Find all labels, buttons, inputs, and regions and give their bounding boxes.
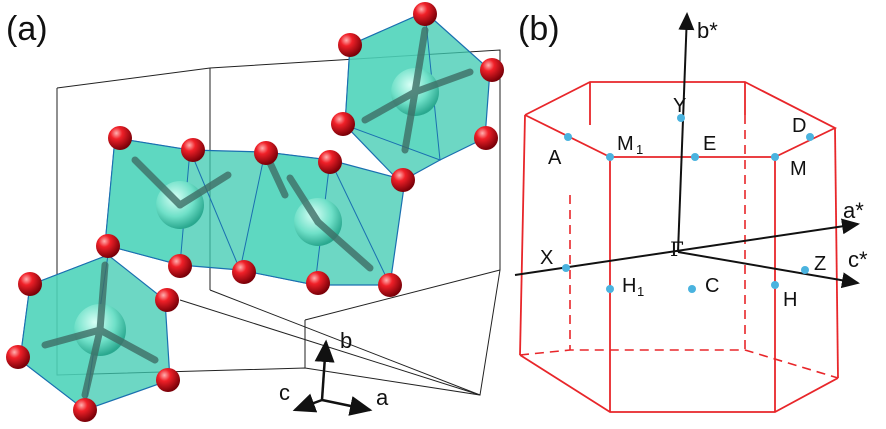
kpoint-Y-label: Y <box>673 95 686 117</box>
kpoint-X <box>562 264 570 272</box>
kpoint-D-label: D <box>792 115 806 137</box>
oxygen-atom <box>73 398 97 422</box>
kpoint-M <box>771 153 779 161</box>
brillouin-zone-hidden <box>519 115 839 379</box>
kpoint-H1 <box>606 285 614 293</box>
oxygen-atom <box>331 112 355 136</box>
kpoint-X-label: X <box>540 247 553 269</box>
octahedron-bottom-left <box>19 254 171 411</box>
octahedron-top-right <box>344 11 491 183</box>
oxygen-atoms <box>6 2 504 422</box>
axis-b-label: b <box>340 328 352 353</box>
kpoint-M-label: M <box>790 158 807 180</box>
reciprocal-axes <box>514 12 860 289</box>
kpoint-H-label: H <box>783 289 797 311</box>
oxygen-atom <box>155 288 179 312</box>
kpoint-M1 <box>606 153 614 161</box>
kpoint-C-label: C <box>705 275 719 297</box>
oxygen-atom <box>338 33 362 57</box>
oxygen-atom <box>108 126 132 150</box>
kpoint-H1-label: H <box>622 275 636 297</box>
oxygen-atom <box>6 345 30 369</box>
panel-a-label: (a) <box>6 10 48 48</box>
axis-b-star-label: b* <box>697 18 718 43</box>
oxygen-atom <box>232 260 256 284</box>
crystal-axes <box>292 339 373 416</box>
octahedra-chain <box>104 137 406 286</box>
panel-b-label: (b) <box>518 10 560 48</box>
kpoint-Z-label: Z <box>814 253 826 275</box>
kpoint-Z <box>801 266 809 274</box>
kpoint-H <box>771 281 779 289</box>
oxygen-atom <box>96 234 120 258</box>
kpoint-D <box>806 133 814 141</box>
axis-a-label: a <box>376 385 389 410</box>
kpoint-E <box>691 153 699 161</box>
kpoint-Y <box>677 114 685 122</box>
oxygen-atom <box>391 168 415 192</box>
kpoint-C <box>688 285 696 293</box>
k-points <box>562 114 814 293</box>
oxygen-atom <box>306 271 330 295</box>
kpoint-A <box>564 133 572 141</box>
kpoint-gamma-label: Γ <box>670 237 684 261</box>
oxygen-atom <box>480 58 504 82</box>
axis-c-star-label: c* <box>848 247 868 272</box>
kpoint-H1-subscript: 1 <box>637 284 644 299</box>
oxygen-atom <box>474 126 498 150</box>
oxygen-atom <box>254 141 278 165</box>
oxygen-atom <box>413 2 437 26</box>
oxygen-atom <box>18 272 42 296</box>
oxygen-atom <box>181 138 205 162</box>
axis-c-label: c <box>279 380 290 405</box>
axis-a-star-label: a* <box>843 198 864 223</box>
kpoint-M1-subscript: 1 <box>636 142 643 157</box>
oxygen-atom <box>378 273 402 297</box>
oxygen-atom <box>318 150 342 174</box>
kpoint-M1-label: M <box>617 133 634 155</box>
oxygen-atom <box>156 368 180 392</box>
oxygen-atom <box>168 254 192 278</box>
kpoint-E-label: E <box>703 133 716 155</box>
kpoint-A-label: A <box>548 147 562 169</box>
